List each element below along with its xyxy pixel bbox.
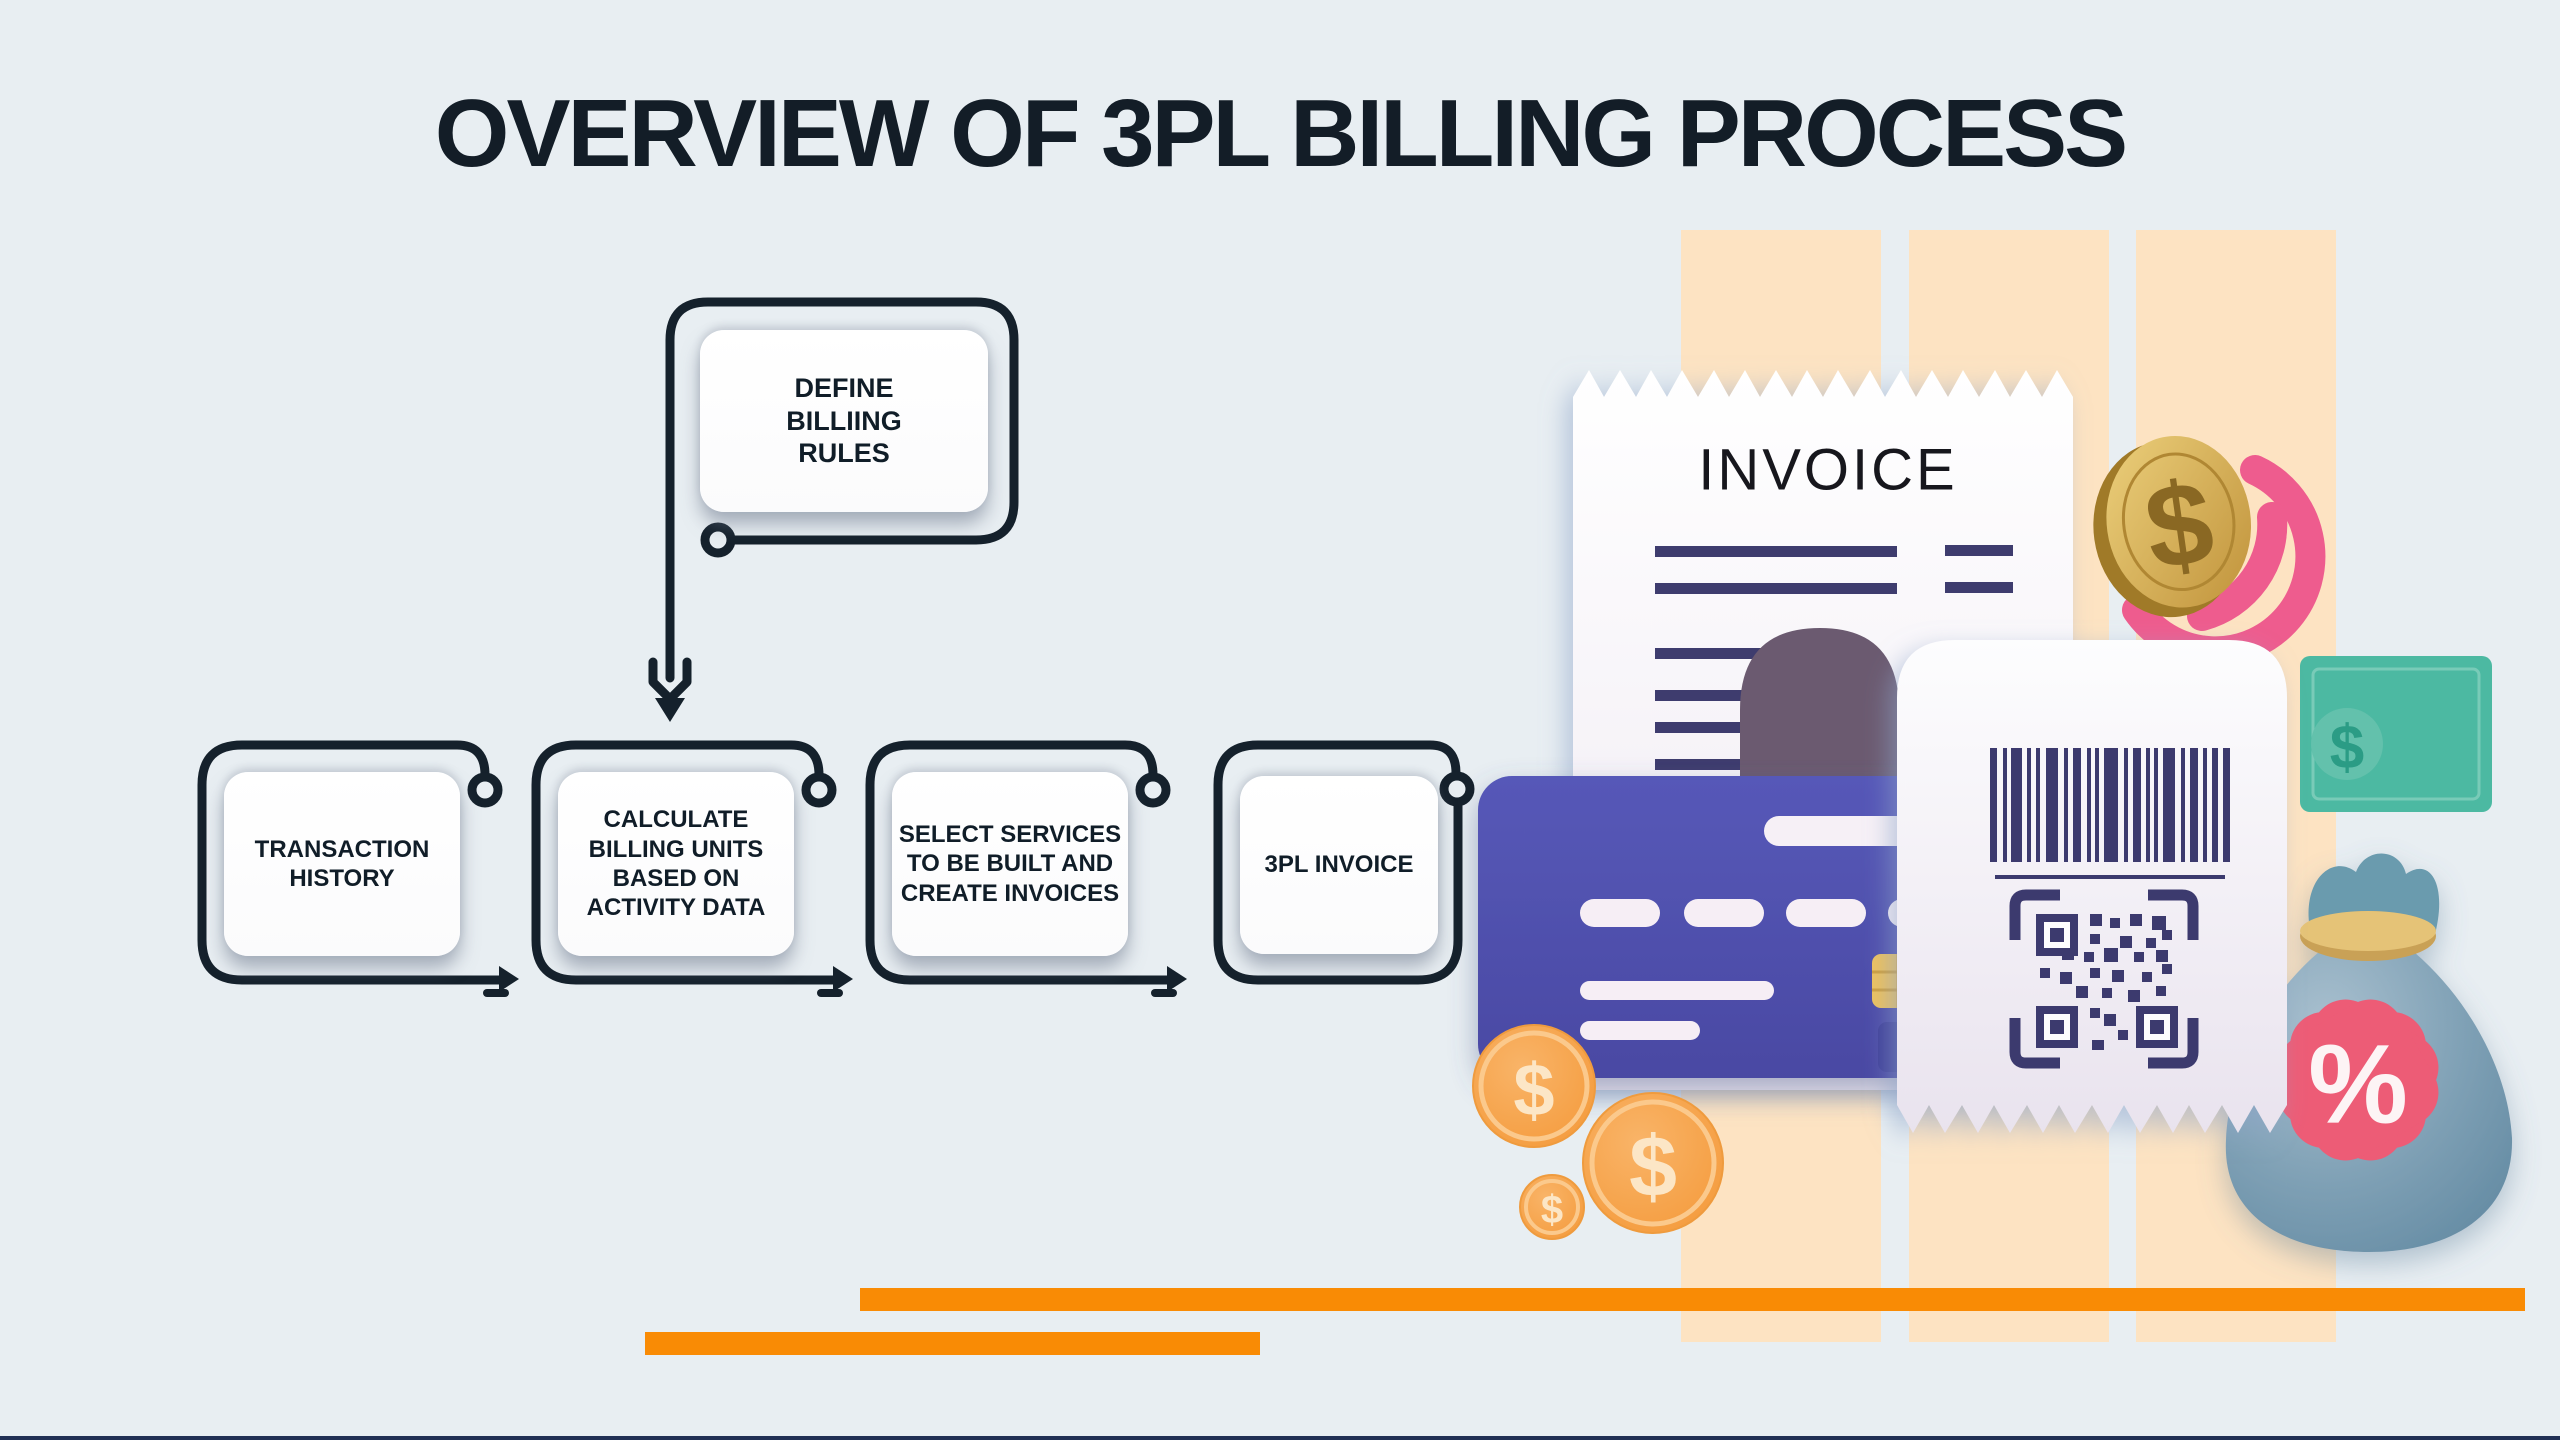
coin-large-icon: $ [1582,1092,1724,1234]
flow-step-label: TRANSACTION HISTORY [254,835,430,892]
thumb-arch-shape [1740,628,1899,800]
flow-step-transaction-history: TRANSACTION HISTORY [224,772,460,956]
flow-step-label: 3PL INVOICE [1264,851,1414,879]
step-box-outline [1213,740,1463,985]
dollar-glyph: $ [1629,1119,1677,1215]
flow-step-label: SELECT SERVICES TO BE BUILT AND CREATE I… [898,821,1122,907]
qr-modules [2036,914,2178,1050]
flow-step-3pl-invoice: 3PL INVOICE [1240,776,1438,954]
dollar-glyph: $ [1541,1188,1563,1232]
flow-step-select-services: SELECT SERVICES TO BE BUILT AND CREATE I… [892,772,1128,956]
percent-glyph: % [2308,1022,2408,1147]
qr-scan-brackets [2009,889,2199,1069]
coin-with-arcs-icon: $ [2093,435,2326,667]
dollar-glyph: $ [1513,1049,1554,1132]
coin-medium-icon: $ [1472,1024,1596,1148]
orange-bar-long [860,1288,2525,1311]
barcode-receipt [1897,640,2287,1133]
flowchart-connectors [197,297,1475,997]
banknote-icon: $ [2300,656,2492,812]
pink-arc-icon [2187,502,2288,631]
flow-step-define-billing-rules: DEFINE BILLIING RULES [700,330,988,512]
step-box-outline [531,740,838,985]
step-box-outline [197,740,504,985]
dollar-glyph: $ [2330,714,2364,783]
qr-code-icon [2009,889,2199,1069]
footer-strip [0,1436,2560,1440]
dollar-coins-icon: $ $ $ [1472,1024,1724,1240]
step-box-outline [865,740,1172,985]
invoice-heading: INVOICE [1698,438,1958,503]
flow-step-label: CALCULATE BILLING UNITS BASED ON ACTIVIT… [586,806,766,922]
gold-coin-icon: $ [2093,435,2251,618]
discount-badge-icon: % [2277,999,2439,1161]
receipt-paper [1897,640,2287,1133]
connector-node [700,522,736,558]
flow-step-calculate-billing-units: CALCULATE BILLING UNITS BASED ON ACTIVIT… [558,772,794,956]
page-title: OVERVIEW OF 3PL BILLING PROCESS [434,80,2128,187]
coin-small-icon: $ [1519,1174,1585,1240]
connector-node [1439,771,1475,807]
bag-ring-highlight [2300,911,2436,951]
money-bag-icon: % [2225,853,2513,1252]
orange-bar-short [645,1332,1260,1355]
connector-node [467,772,503,808]
flow-step-label: DEFINE BILLIING RULES [786,372,902,469]
connector-node [1135,772,1171,808]
barcode-icon [1990,748,2230,879]
invoice-content: INVOICE [1655,438,2013,800]
receipt-divider [1995,875,2225,879]
define-box-outline [665,297,1019,683]
connector-node [801,772,837,808]
